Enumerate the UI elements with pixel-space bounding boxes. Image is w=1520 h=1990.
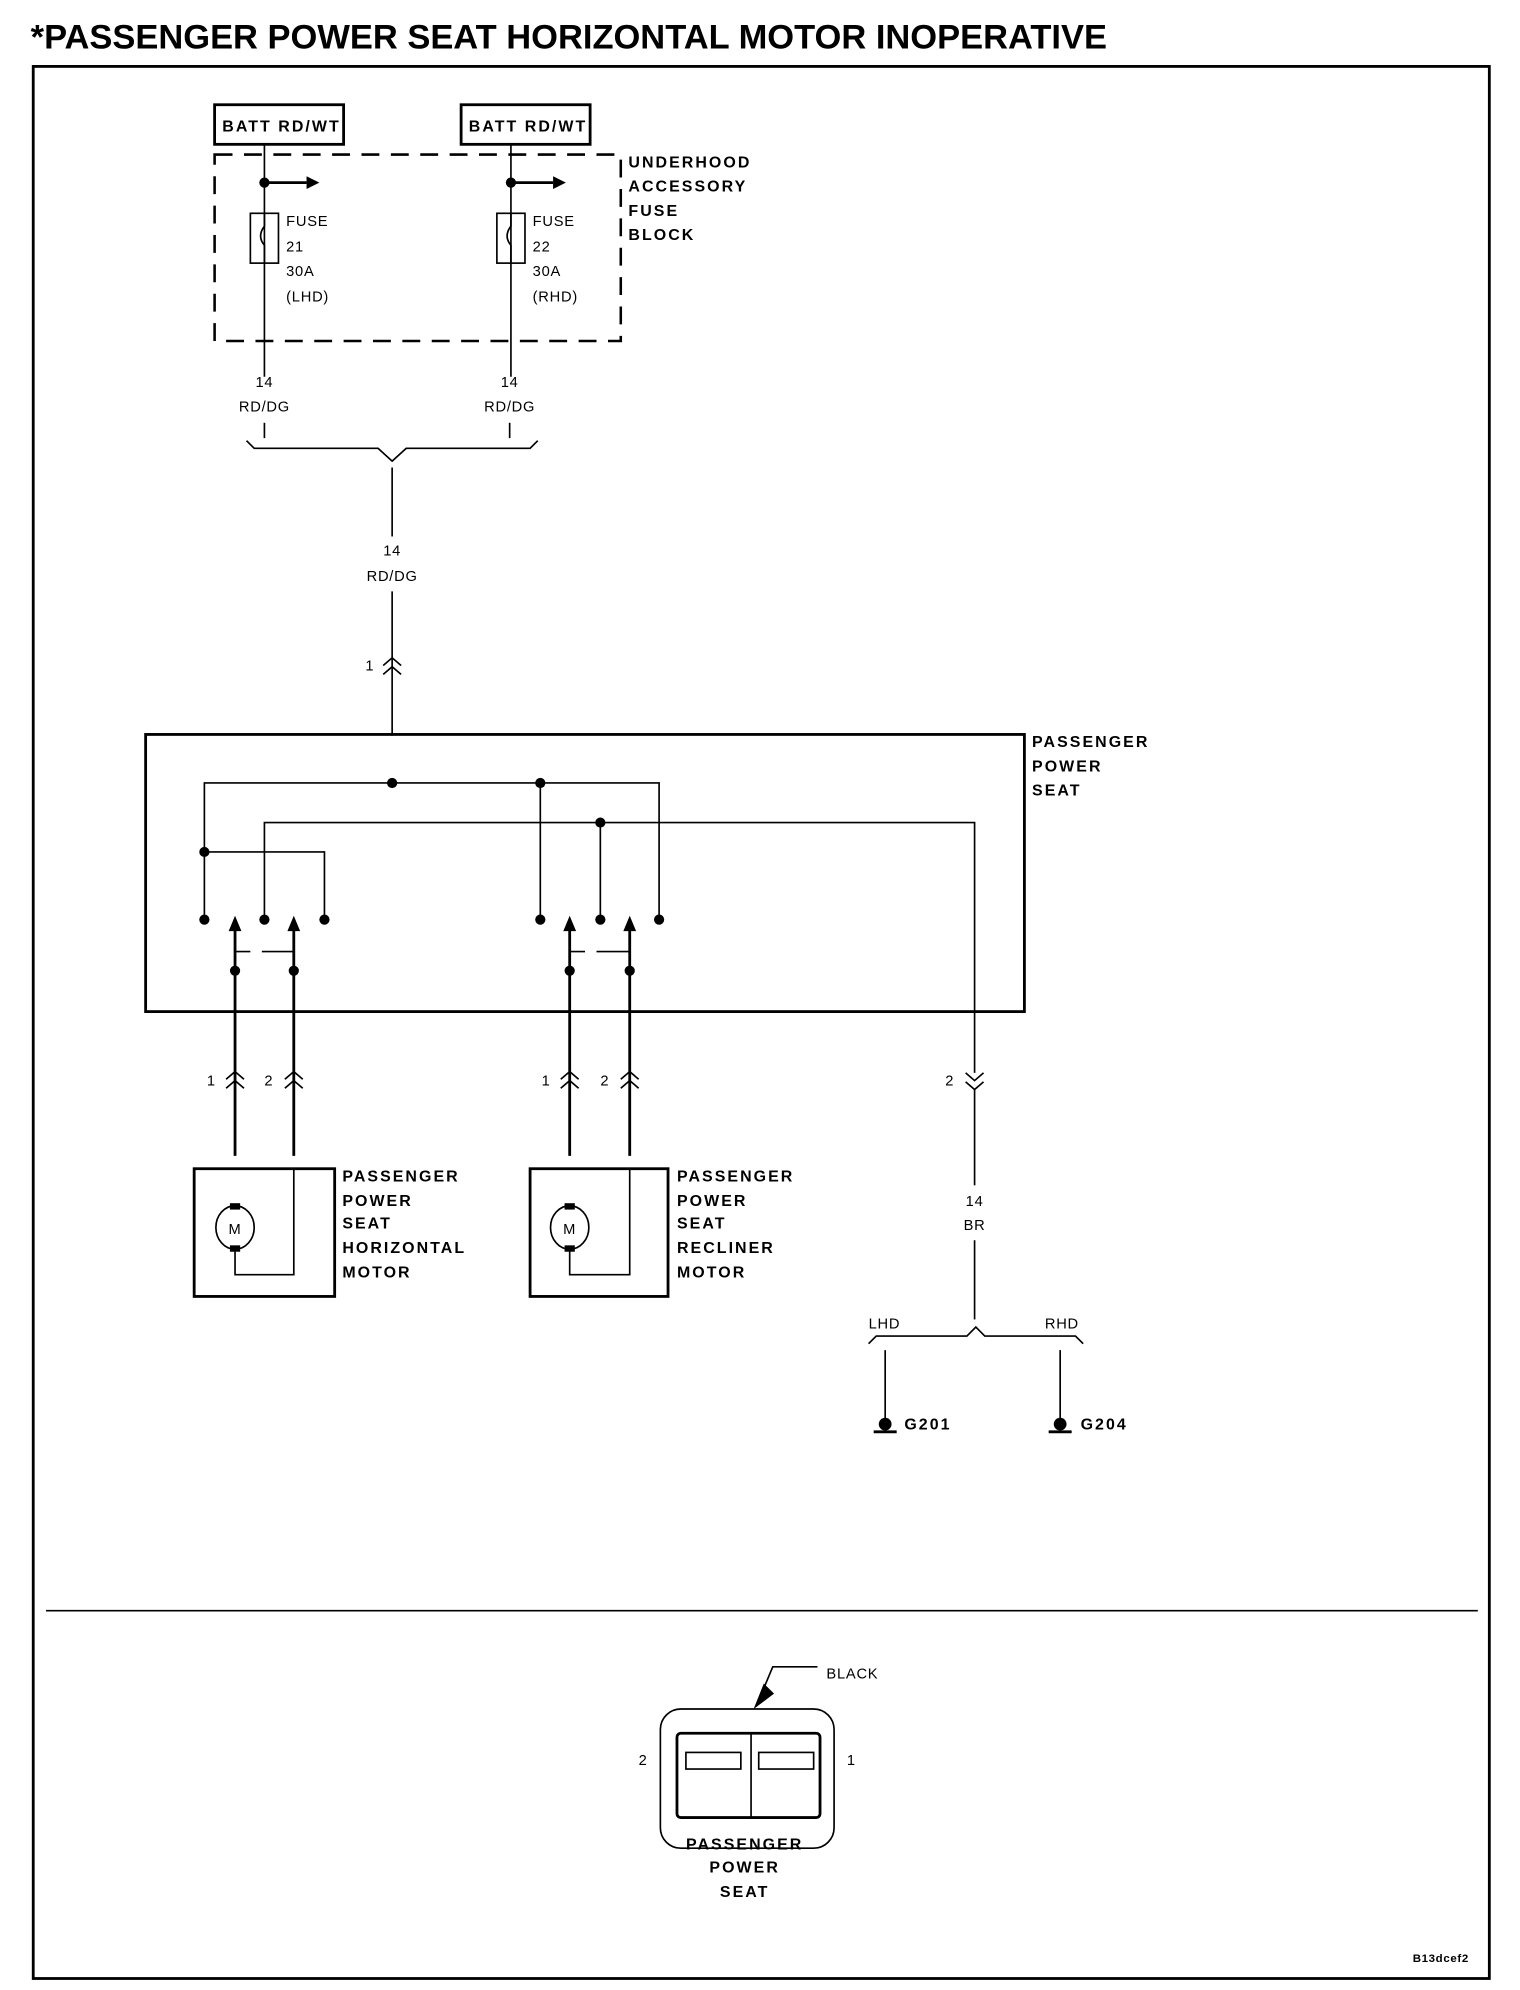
connector-icon	[225, 1070, 640, 1089]
connector-pin-2: 2	[639, 1753, 648, 1769]
svg-text:POWER: POWER	[1032, 758, 1103, 775]
svg-text:30A: 30A	[286, 264, 314, 280]
svg-text:HORIZONTAL: HORIZONTAL	[342, 1240, 466, 1257]
fuse-21: FUSE 21 30A (LHD)	[249, 144, 329, 377]
svg-text:SEAT: SEAT	[1032, 783, 1082, 800]
ground-icon	[1053, 1417, 1067, 1431]
svg-text:MOTOR: MOTOR	[342, 1264, 411, 1281]
svg-text:FUSE: FUSE	[628, 203, 679, 220]
wire-right-color: RD/DG	[484, 399, 535, 415]
svg-text:22: 22	[533, 240, 551, 256]
horizontal-switch	[228, 915, 301, 1156]
wire-ground-gauge: 14	[966, 1194, 984, 1210]
recliner-switch	[563, 915, 637, 1156]
seat-switch-box	[144, 733, 1026, 1014]
seat-switch-label: PASSENGER POWER SEAT	[1032, 734, 1149, 800]
svg-text:ACCESSORY: ACCESSORY	[628, 179, 747, 196]
h-motor-pin-1: 1	[207, 1074, 216, 1090]
svg-text:PASSENGER: PASSENGER	[677, 1168, 794, 1185]
svg-text:SEAT: SEAT	[720, 1884, 770, 1901]
batt-right-label: BATT RD/WT	[469, 119, 588, 136]
r-motor-pin-1: 1	[542, 1074, 551, 1090]
wire-ground-color: BR	[964, 1218, 986, 1234]
svg-text:MOTOR: MOTOR	[677, 1264, 746, 1281]
svg-text:M: M	[563, 1222, 576, 1238]
svg-text:SEAT: SEAT	[677, 1216, 727, 1233]
ground-pin-label: 2	[945, 1074, 954, 1090]
connector-color-label: BLACK	[826, 1666, 878, 1682]
horizontal-motor: M	[192, 1167, 337, 1298]
batt-left-label: BATT RD/WT	[222, 119, 341, 136]
ground-icon	[878, 1417, 892, 1431]
splice-bracket-top	[245, 422, 539, 537]
switch-internals	[199, 777, 976, 1156]
svg-text:FUSE: FUSE	[533, 214, 575, 230]
batt-left-box: BATT RD/WT	[213, 103, 346, 146]
recliner-motor-label: PASSENGER POWER SEAT RECLINER MOTOR	[677, 1168, 794, 1281]
svg-text:(LHD): (LHD)	[286, 289, 329, 305]
svg-text:21: 21	[286, 240, 304, 256]
svg-text:G201: G201	[904, 1416, 951, 1433]
h-motor-pin-2: 2	[264, 1074, 273, 1090]
svg-text:BLOCK: BLOCK	[628, 227, 695, 244]
frame	[31, 65, 1491, 1980]
svg-text:POWER: POWER	[709, 1859, 780, 1876]
arrow-icon	[306, 176, 320, 190]
arrow-icon	[553, 176, 566, 190]
svg-text:M: M	[229, 1222, 242, 1238]
svg-text:RECLINER: RECLINER	[677, 1240, 775, 1257]
arrow-icon	[753, 1683, 775, 1709]
svg-text:G204: G204	[1081, 1416, 1128, 1433]
svg-text:POWER: POWER	[677, 1193, 748, 1210]
fuse-icon	[506, 213, 512, 264]
fuse-block-label: UNDERHOOD ACCESSORY FUSE BLOCK	[628, 154, 751, 244]
figure-id: B13dcef2	[1413, 1953, 1469, 1965]
batt-right-box: BATT RD/WT	[459, 103, 592, 146]
connector-pin-1: 1	[847, 1753, 856, 1769]
connector-icon	[965, 1072, 985, 1091]
wire-main-gauge: 14	[383, 544, 401, 560]
recliner-motor: M	[528, 1167, 670, 1298]
horizontal-motor-label: PASSENGER POWER SEAT HORIZONTAL MOTOR	[342, 1168, 466, 1281]
svg-text:SEAT: SEAT	[342, 1216, 392, 1233]
pin-in-label: 1	[365, 659, 374, 675]
fuse-icon	[259, 213, 266, 264]
wire-left-gauge: 14	[255, 375, 273, 391]
svg-text:POWER: POWER	[342, 1193, 413, 1210]
wire-main-color: RD/DG	[367, 569, 418, 585]
svg-text:PASSENGER: PASSENGER	[1032, 734, 1149, 751]
connector-icon	[382, 656, 402, 676]
svg-text:PASSENGER: PASSENGER	[686, 1836, 803, 1853]
fuse-block-outline	[213, 153, 623, 343]
ground-g204: G204	[1048, 1416, 1128, 1433]
ground-g201: G201	[873, 1416, 951, 1433]
svg-text:(RHD): (RHD)	[533, 289, 578, 305]
rhd-label: RHD	[1045, 1316, 1079, 1332]
wire-left-color: RD/DG	[239, 399, 290, 415]
svg-text:30A: 30A	[533, 264, 561, 280]
svg-text:PASSENGER: PASSENGER	[342, 1168, 459, 1185]
fuse-22: FUSE 22 30A (RHD)	[496, 144, 578, 377]
wire-right-gauge: 14	[501, 375, 519, 391]
r-motor-pin-2: 2	[600, 1074, 609, 1090]
diagram-title: *PASSENGER POWER SEAT HORIZONTAL MOTOR I…	[31, 19, 1107, 57]
connector-view: BLACK 2 1 PASSENGER POWER SEAT	[639, 1666, 878, 1901]
svg-text:UNDERHOOD: UNDERHOOD	[628, 154, 751, 171]
svg-text:FUSE: FUSE	[286, 214, 328, 230]
splice-bracket-ground	[867, 1325, 1084, 1345]
lhd-label: LHD	[869, 1316, 901, 1332]
